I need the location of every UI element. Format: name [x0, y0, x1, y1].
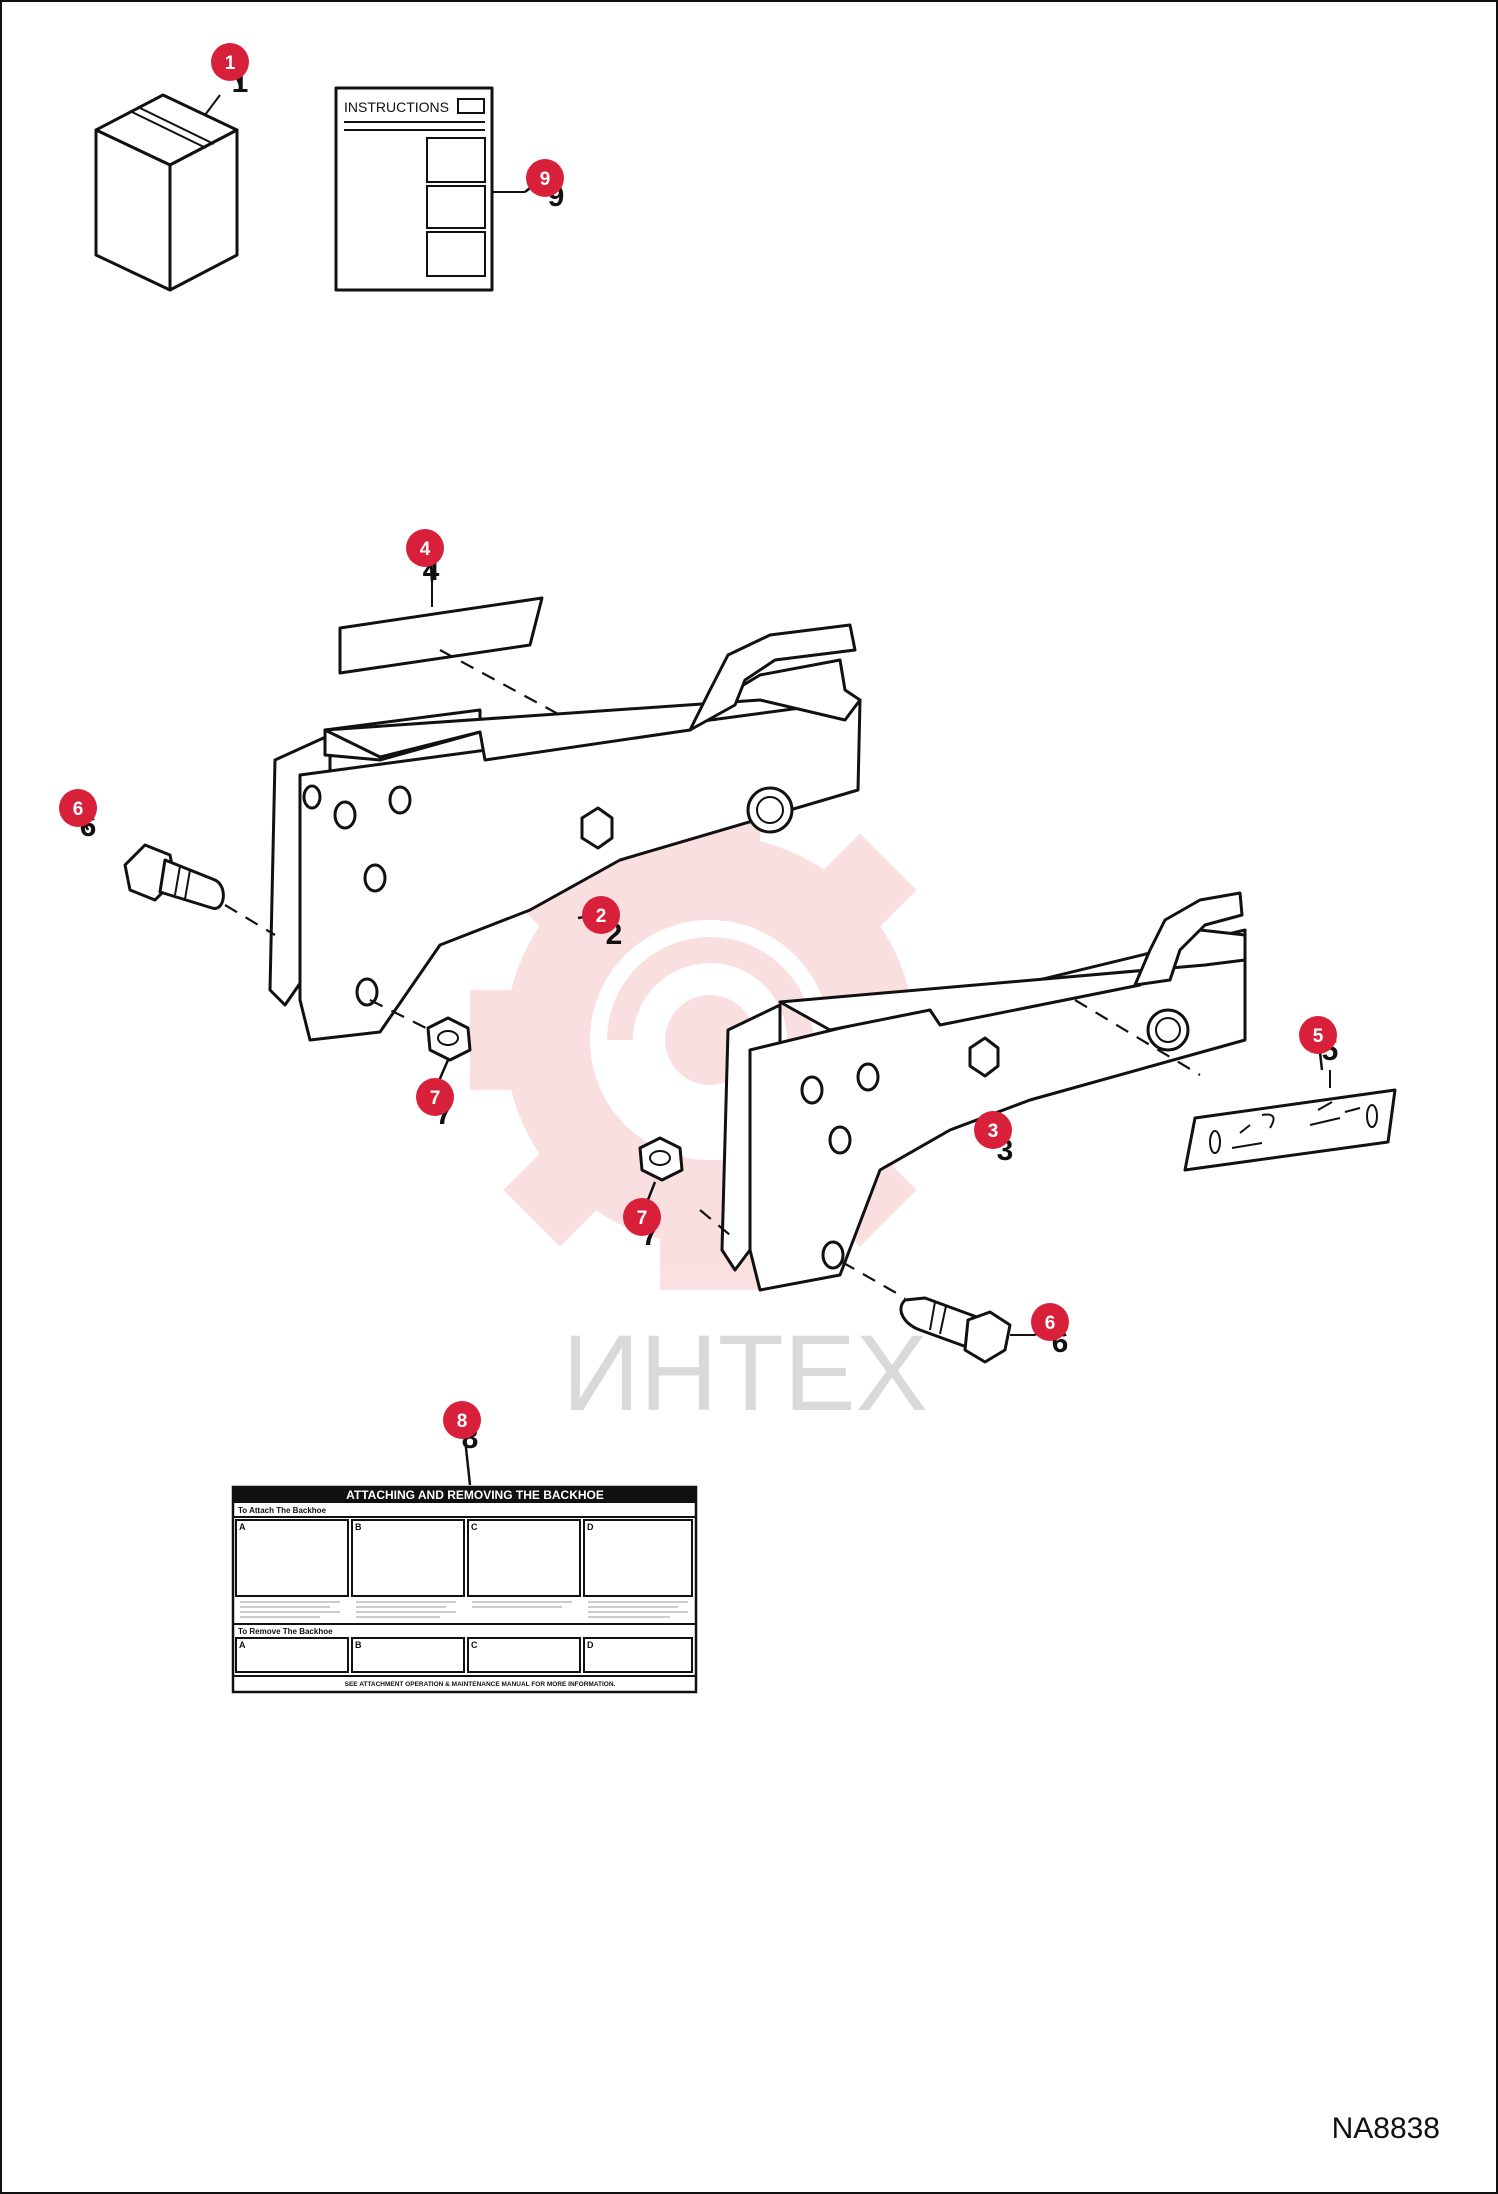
callout-9[interactable]: 9 9: [526, 159, 564, 213]
callout-7-right[interactable]: 7 7: [623, 1198, 661, 1252]
callout-3-label: 3: [988, 1121, 999, 1142]
callout-2[interactable]: 2 2: [582, 896, 622, 951]
panel-letter-c1: C: [471, 1522, 478, 1532]
nut-left: [426, 1016, 472, 1062]
callout-7b-label: 7: [637, 1208, 648, 1229]
panel-letter-b2: B: [355, 1640, 362, 1650]
instructions-sheet: INSTRUCTIONS: [334, 86, 525, 292]
hitch-bracket-right: [720, 891, 1247, 1292]
callout-2-label: 2: [596, 906, 607, 927]
decal-remove-heading: To Remove The Backhoe: [238, 1627, 333, 1636]
bolt-left: [123, 843, 225, 910]
callout-8[interactable]: 8 8: [443, 1401, 481, 1455]
box-icon: [94, 93, 239, 292]
decal-title: ATTACHING AND REMOVING THE BACKHOE: [346, 1488, 604, 1502]
callout-4[interactable]: 4 4: [406, 529, 444, 587]
panel-letter-a1: A: [239, 1522, 246, 1532]
strip-decal: [338, 580, 544, 675]
callout-7a-label: 7: [430, 1088, 441, 1109]
nut-right: [638, 1136, 684, 1182]
callout-6-left[interactable]: 6 6: [59, 789, 97, 843]
callout-8-label: 8: [457, 1411, 468, 1432]
backhoe-decal: ATTACHING AND REMOVING THE BACKHOE To At…: [231, 1485, 698, 1694]
callout-1-label: 1: [225, 53, 236, 74]
callout-6a-label: 6: [73, 799, 84, 820]
callouts: 1 1 9 9 4 4 6 6 2 2 7 7 5: [59, 43, 1338, 1455]
panel-letter-d1: D: [587, 1522, 594, 1532]
callout-6b-label: 6: [1045, 1313, 1056, 1334]
watermark-text: ИНТЕХ: [562, 1312, 928, 1433]
panel-letter-a2: A: [239, 1640, 246, 1650]
decal-footer: SEE ATTACHMENT OPERATION & MAINTENANCE M…: [345, 1681, 616, 1688]
drawing-code: NA8838: [1332, 2112, 1440, 2145]
callout-7-left[interactable]: 7 7: [416, 1078, 454, 1131]
lever-decal: [1183, 1070, 1397, 1172]
hitch-bracket-left: [268, 623, 862, 1042]
callout-5[interactable]: 5 5: [1299, 1016, 1338, 1067]
bolt-right: [899, 1296, 1035, 1364]
panel-letter-d2: D: [587, 1640, 594, 1650]
instructions-title: INSTRUCTIONS: [344, 99, 449, 115]
callout-4-label: 4: [420, 539, 431, 560]
callout-1[interactable]: 1 1: [211, 43, 249, 99]
decal-attach-heading: To Attach The Backhoe: [238, 1506, 327, 1515]
callout-3[interactable]: 3 3: [974, 1111, 1013, 1167]
panel-letter-b1: B: [355, 1522, 362, 1532]
callout-5-label: 5: [1313, 1026, 1324, 1047]
callout-6-right[interactable]: 6 6: [1031, 1303, 1069, 1359]
panel-letter-c2: C: [471, 1640, 478, 1650]
callout-9-label: 9: [540, 169, 551, 190]
